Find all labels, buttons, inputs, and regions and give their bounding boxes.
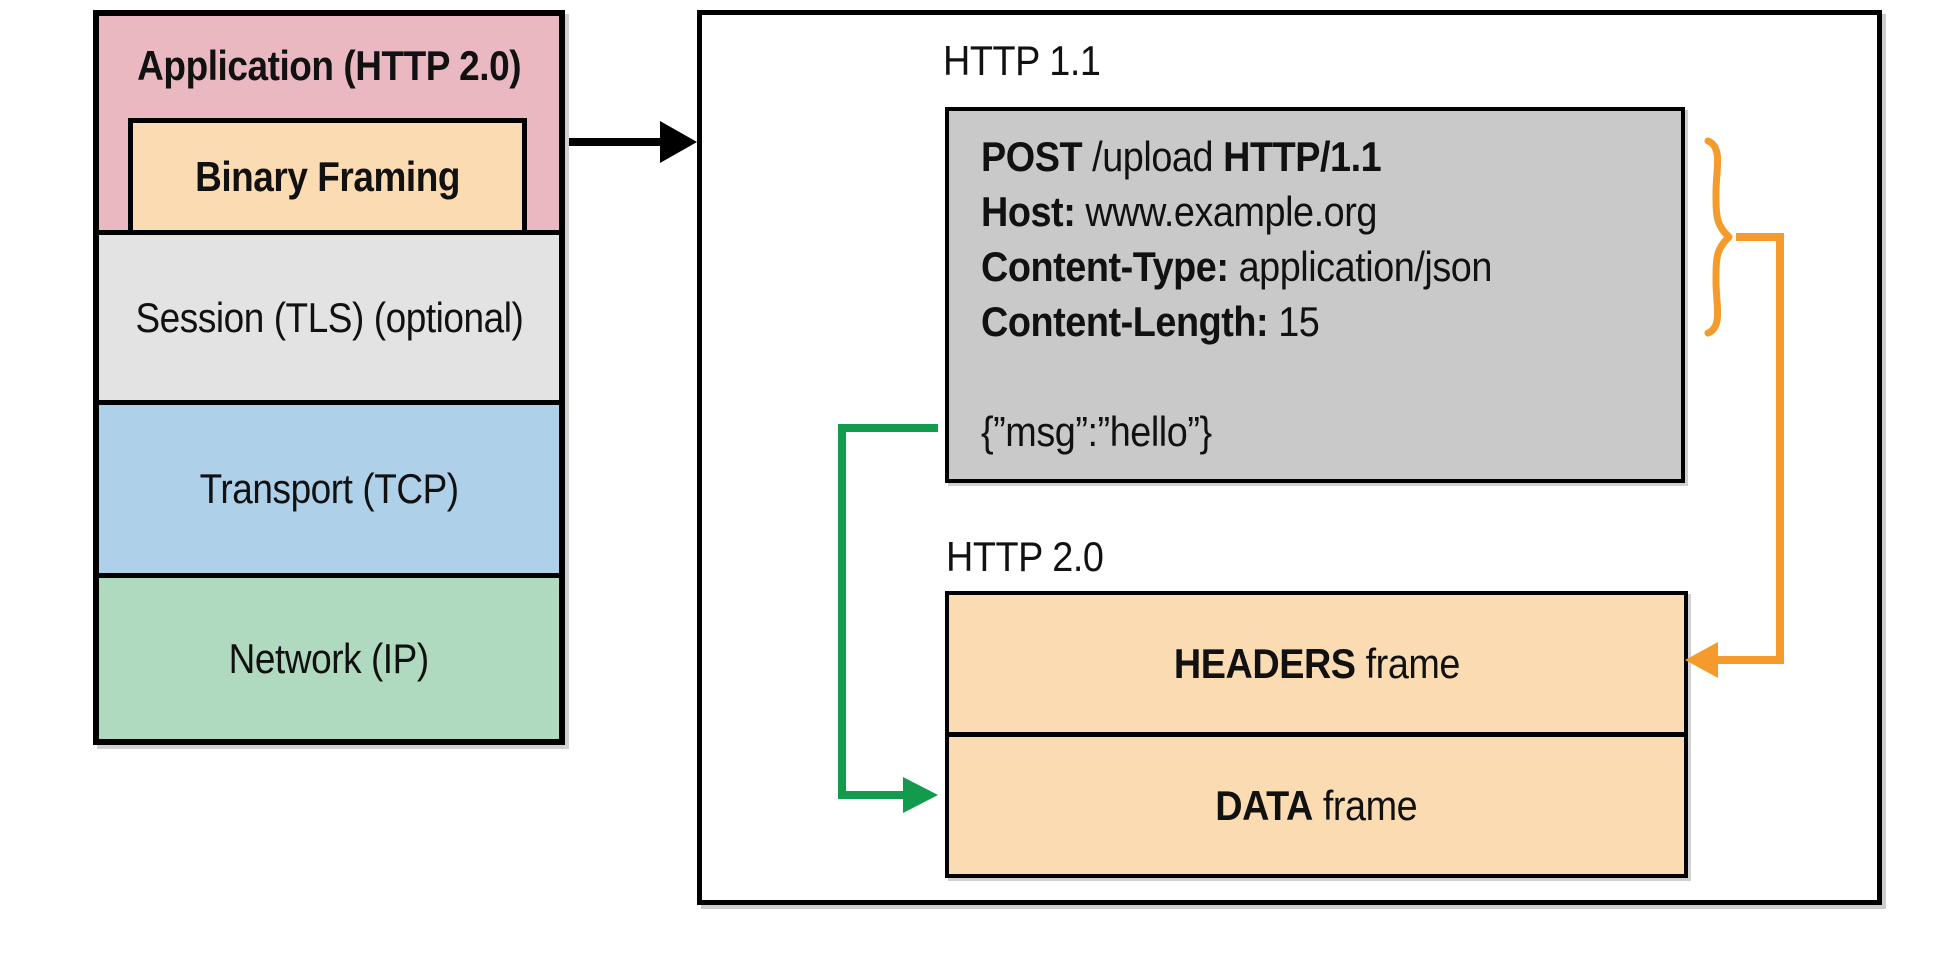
stack-layer-network: Network (IP) <box>99 573 559 739</box>
binary-framing-arrow <box>569 121 697 163</box>
stack-layer-session: Session (TLS) (optional) <box>99 230 559 400</box>
binary-framing-layer: Binary Framing <box>128 118 527 235</box>
request-line-3: Content-Length: 15 <box>981 298 1320 345</box>
data-frame-box: DATA frame <box>949 732 1684 874</box>
request-line-1: Host: www.example.org <box>981 188 1377 235</box>
request-line-0: POST /upload HTTP/1.1 <box>981 133 1382 180</box>
network-layer-label: Network (IP) <box>228 634 430 682</box>
request-line-2: Content-Type: application/json <box>981 243 1492 290</box>
application-layer-label: Application (HTTP 2.0) <box>137 42 521 89</box>
protocol-stack: Application (HTTP 2.0) Session (TLS) (op… <box>93 10 565 745</box>
binary-framing-label: Binary Framing <box>195 152 460 200</box>
stack-layer-application: Application (HTTP 2.0) <box>99 16 559 230</box>
transport-layer-label: Transport (TCP) <box>199 465 459 512</box>
session-layer-label: Session (TLS) (optional) <box>135 293 523 341</box>
http20-frames-box: HEADERS frame DATA frame <box>945 591 1688 878</box>
request-line-4 <box>981 349 1611 404</box>
http20-section-label: HTTP 2.0 <box>946 533 1104 580</box>
request-line-5: {”msg”:”hello”} <box>981 408 1212 455</box>
stack-layer-transport: Transport (TCP) <box>99 400 559 573</box>
http11-section-label: HTTP 1.1 <box>943 37 1101 84</box>
headers-frame-box: HEADERS frame <box>1173 639 1460 687</box>
